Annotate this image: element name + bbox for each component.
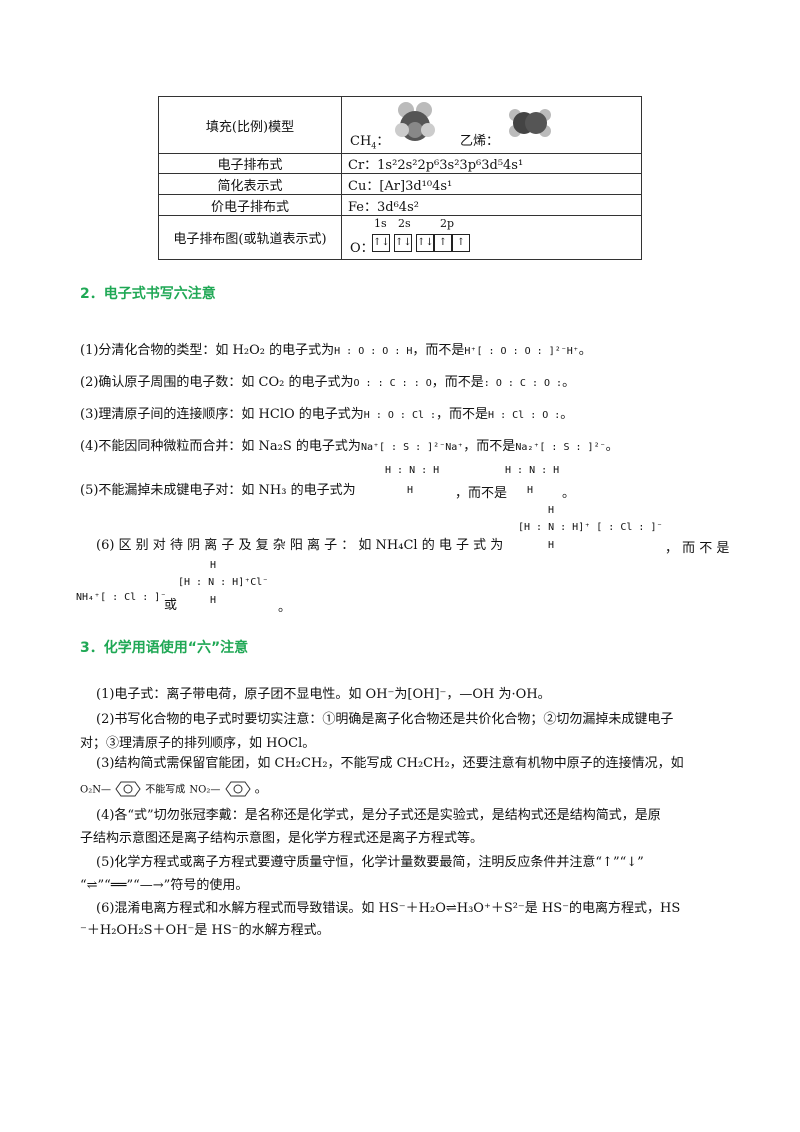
rule-2: (2)书写化合物的电子式时要切实注意：①明确是离子化合物还是共价化合物；②切勿漏… — [96, 712, 674, 727]
rule-2-cont: 对；③理清原子的排列顺序，如 HOCl。 — [80, 736, 316, 751]
orbital-label-2s: 2s — [398, 216, 411, 230]
note-6-end: 。 — [278, 600, 292, 615]
row-value: Cr：1s²2s²2p⁶3s²3p⁶3d⁵4s¹ — [341, 153, 642, 174]
orbital-label-1s: 1s — [374, 216, 387, 230]
note-1: (1)分清化合物的类型：如 H₂O₂ 的电子式为H : O : O : H，而不… — [80, 342, 592, 361]
note-4: (4)不能因同种微粒而合并：如 Na₂S 的电子式为Na⁺[ : S : ]²⁻… — [80, 438, 619, 457]
electron-formula: Na⁺[ : S : ]²⁻Na⁺ — [360, 442, 464, 453]
electron-formula: H — [548, 540, 555, 551]
note-6-or: 或 — [164, 598, 178, 613]
electron-formula: H — [210, 560, 217, 571]
electron-formula: H : Cl : O : — [488, 410, 561, 421]
electron-formula: Na₂⁺[ : S : ]²⁻ — [515, 442, 606, 453]
note-5-mid: ，而不是 — [455, 486, 508, 501]
ethylene-label: 乙烯： — [460, 133, 500, 149]
electron-formula: NH₄⁺[ : Cl : ]⁻ — [76, 592, 167, 603]
orbital-diagram: 1s 2s 2p O： ↑↓↑↓↑↓↑↑ — [341, 215, 642, 260]
note-2: (2)确认原子周围的电子数：如 CO₂ 的电子式为O : : C : : O，而… — [80, 374, 575, 393]
rule-3: (3)结构简式需保留官能团，如 CH₂CH₂，不能写成 CH₂CH₂，还要注意有… — [96, 756, 684, 771]
orbital-box: ↑↓ — [372, 233, 390, 252]
ch4-label: CH4： — [350, 133, 390, 151]
orbital-table: 填充(比例)模型 CH4： 乙烯： 电子排布式 Cr：1s²2s²2p⁶3s²3… — [158, 96, 642, 260]
section-3-title: 3．化学用语使用“六”注意 — [80, 640, 249, 656]
rule-4: (4)各“式”切勿张冠李戴：是名称还是化学式，是分子式还是实验式，是结构式还是结… — [96, 808, 661, 823]
row-label: 价电子排布式 — [158, 194, 342, 216]
electron-formula: H — [407, 485, 414, 496]
electron-formula: H : O : O : H — [334, 346, 413, 357]
electron-formula: O : : C : : O — [353, 378, 432, 389]
rule-4-cont: 子结构示意图还是离子结构示意图，是化学方程式还是离子方程式等。 — [80, 831, 484, 846]
orbital-box: ↑↓ — [394, 233, 412, 252]
orbital-boxes: ↑↓↑↓↑↓↑↑ — [372, 233, 474, 252]
table-row: 价电子排布式 Fe：3d⁶4s² — [158, 194, 642, 216]
rule-5-cont: “⇌”“══”“—→”符号的使用。 — [80, 878, 249, 893]
electron-formula: : O : C : O : — [483, 378, 563, 389]
electron-formula: [H : N : H]⁺ [ : Cl : ]⁻ — [518, 522, 663, 533]
row-label: 电子排布式 — [158, 153, 342, 174]
benzene-ring-icon — [224, 781, 251, 797]
electron-formula: H : O : Cl : — [363, 410, 437, 421]
rule-1: (1)电子式：离子带电荷，原子团不显电性。如 OH⁻为[OH]⁻，—OH 为·O… — [96, 687, 551, 702]
model-cell: CH4： 乙烯： — [341, 96, 642, 154]
orbital-box: ↑↓ — [416, 233, 434, 252]
electron-formula: H — [210, 595, 217, 606]
electron-formula: H : N : H — [505, 465, 560, 476]
table-row: 简化表示式 Cu：[Ar]3d¹⁰4s¹ — [158, 173, 642, 195]
oxygen-label: O： — [350, 240, 374, 256]
note-5: (5)不能漏掉未成键电子对：如 NH₃ 的电子式为 — [80, 483, 356, 498]
row-label: 填充(比例)模型 — [158, 96, 342, 154]
benzene-ring-icon — [115, 781, 141, 797]
electron-formula: H⁺[ : O : O : ]²⁻H⁺ — [464, 346, 579, 357]
note-3: (3)理清原子间的连接顺序：如 HClO 的电子式为H : O : Cl :，而… — [80, 406, 573, 425]
orbital-box: ↑ — [434, 233, 452, 252]
rule-5: (5)化学方程式或离子方程式要遵守质量守恒，化学计量数要最简，注明反应条件并注意… — [96, 855, 644, 870]
electron-formula: H — [527, 485, 534, 496]
rule-6: (6)混淆电离方程式和水解方程式而导致错误。如 HS⁻＋H₂O⇌H₃O⁺＋S²⁻… — [96, 901, 681, 916]
ethylene-model-icon — [509, 108, 551, 137]
row-value: Fe：3d⁶4s² — [341, 194, 642, 216]
rule-6-cont: ⁻＋H₂OH₂S＋OH⁻是 HS⁻的水解方程式。 — [80, 923, 330, 938]
rule-3-struct: O₂N— 不能写成 NO₂— 。 — [80, 781, 268, 797]
row-label: 电子排布图(或轨道表示式) — [158, 215, 342, 260]
row-value: Cu：[Ar]3d¹⁰4s¹ — [341, 173, 642, 195]
note-5-end: 。 — [562, 486, 576, 501]
section-2-title: 2．电子式书写六注意 — [80, 286, 216, 302]
electron-formula: H : N : H — [385, 465, 440, 476]
orbital-label-2p: 2p — [440, 216, 455, 230]
table-row: 填充(比例)模型 CH4： 乙烯： — [158, 96, 642, 154]
note-6-mid: ， 而 不 是 — [665, 541, 730, 556]
table-row: 电子排布图(或轨道表示式) 1s 2s 2p O： ↑↓↑↓↑↓↑↑ — [158, 215, 642, 260]
orbital-box: ↑ — [452, 233, 470, 252]
table-row: 电子排布式 Cr：1s²2s²2p⁶3s²3p⁶3d⁵4s¹ — [158, 153, 642, 174]
note-6: (6) 区 别 对 待 阴 离 子 及 复 杂 阳 离 子 ： 如 NH₄Cl … — [96, 538, 504, 553]
electron-formula: H — [548, 505, 555, 516]
methane-model-icon — [395, 101, 435, 141]
electron-formula: [H : N : H]⁺Cl⁻ — [178, 577, 269, 588]
row-label: 简化表示式 — [158, 173, 342, 195]
